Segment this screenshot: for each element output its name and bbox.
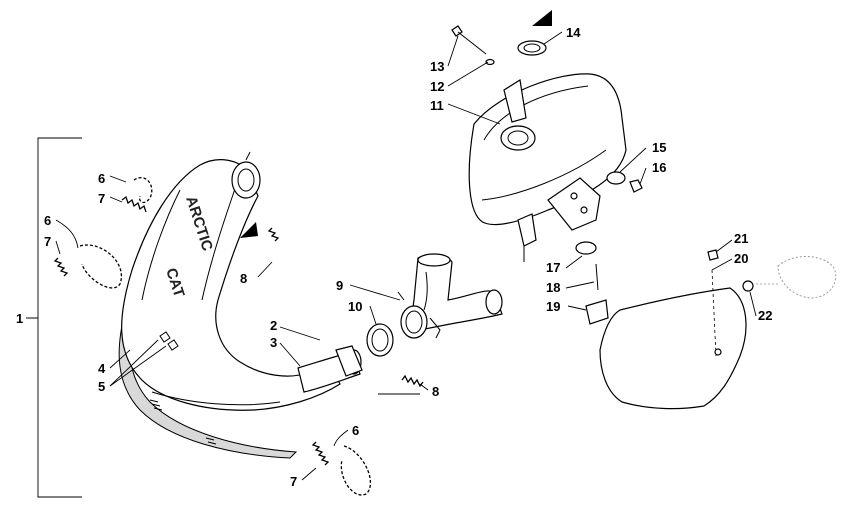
callout-17: 17 — [546, 260, 560, 275]
direction-arrow-upper — [532, 10, 552, 26]
callouts: 1 6 7 6 7 8 2 3 4 5 6 7 8 9 10 11 12 13 … — [16, 25, 772, 489]
callout-5: 5 — [98, 379, 105, 394]
callout-6-left: 6 — [44, 213, 51, 228]
callout-10: 10 — [348, 299, 362, 314]
ring-6-upper — [133, 177, 153, 204]
spring-7-upper — [121, 195, 147, 213]
direction-arrow-lower — [240, 222, 258, 238]
callout-9: 9 — [336, 278, 343, 293]
flange — [397, 291, 441, 339]
callout-13: 13 — [430, 59, 444, 74]
spring-8-lower — [401, 374, 424, 388]
spring-7-left — [53, 257, 69, 277]
callout-7-lower: 7 — [290, 474, 297, 489]
heat-shield — [599, 249, 837, 410]
leader-lines — [28, 31, 757, 481]
callout-6-lower: 6 — [352, 423, 359, 438]
callout-16: 16 — [652, 160, 666, 175]
callout-20: 20 — [734, 251, 748, 266]
callout-4: 4 — [98, 361, 106, 376]
gasket-ring — [366, 323, 394, 357]
callout-22: 22 — [758, 308, 772, 323]
callout-1: 1 — [16, 311, 23, 326]
callout-19: 19 — [546, 299, 560, 314]
callout-3: 3 — [270, 335, 277, 350]
assembly-bracket — [26, 137, 82, 498]
callout-14: 14 — [566, 25, 581, 40]
callout-12: 12 — [430, 79, 444, 94]
y-pipe — [412, 253, 503, 331]
callout-2: 2 — [270, 318, 277, 333]
callout-11: 11 — [430, 98, 444, 113]
callout-7-left: 7 — [44, 234, 51, 249]
expansion-chamber: ARCTIC CAT — [118, 151, 363, 459]
muffler — [451, 25, 643, 325]
ring-6-lower — [340, 445, 372, 496]
callout-8-upper: 8 — [240, 271, 247, 286]
callout-15: 15 — [652, 140, 666, 155]
ring-6-left — [79, 244, 123, 289]
callout-7-upper: 7 — [98, 191, 105, 206]
spring-8-upper — [267, 227, 280, 242]
callout-21: 21 — [734, 231, 748, 246]
callout-6-upper: 6 — [98, 171, 105, 186]
spring-7-lower — [311, 441, 330, 466]
callout-18: 18 — [546, 280, 560, 295]
callout-8-lower: 8 — [432, 384, 439, 399]
